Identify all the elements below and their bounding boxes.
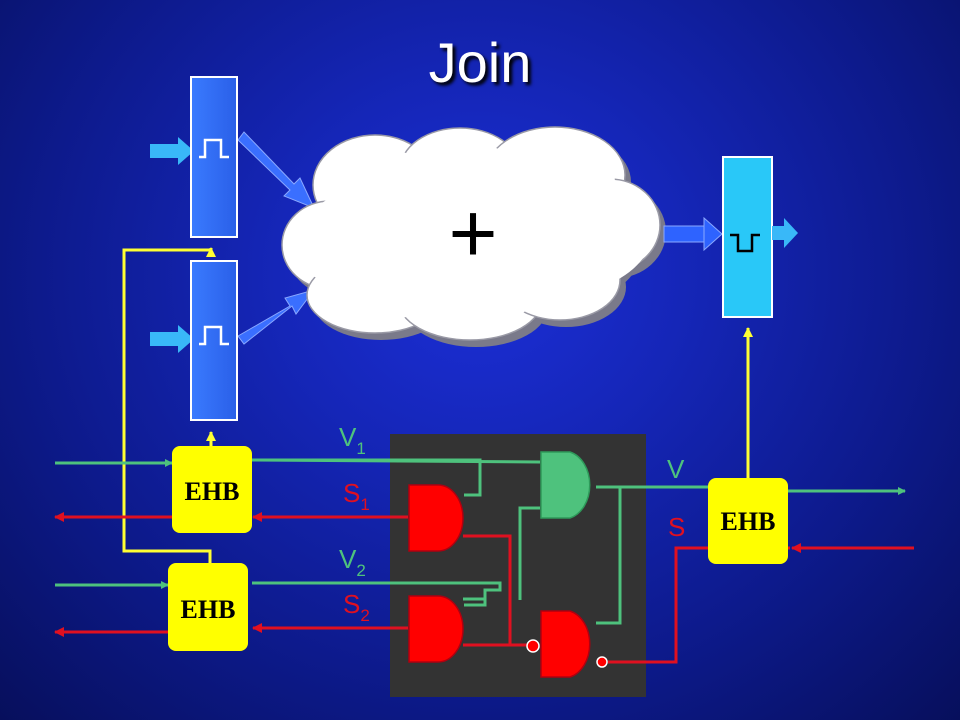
signal-label-s1: S1: [343, 478, 370, 514]
inverter-bubble-output: [596, 656, 608, 668]
and-gate-valid: [540, 451, 591, 519]
signal-label-v1: V1: [339, 422, 366, 458]
and-gate-stop-2: [408, 595, 464, 663]
slide-title: Join: [428, 31, 532, 94]
ehb-output-label: EHB: [721, 507, 776, 536]
pulse-icon: [730, 233, 760, 253]
input-data-arrow-1: [150, 137, 194, 165]
input-data-arrow-2: [150, 325, 194, 353]
input-register-1: [190, 76, 238, 238]
ehb-input-1-label: EHB: [185, 477, 240, 506]
register-to-adder-arrow-2: [237, 289, 316, 345]
ehb-input-1: EHB: [172, 446, 252, 533]
ehb-input-2-label: EHB: [181, 595, 236, 624]
register-to-adder-arrow-1: [237, 131, 315, 209]
pulse-icon: [199, 138, 229, 159]
and-gate-stop-1: [408, 484, 464, 552]
input-register-2: [190, 260, 238, 421]
adder-plus-sign: +: [448, 186, 497, 280]
signal-label-v2: V2: [339, 544, 366, 580]
output-register: [722, 156, 773, 318]
signal-label-s2: S2: [343, 589, 370, 625]
output-data-arrow: [772, 218, 798, 248]
adder-cloud: [281, 126, 666, 347]
signal-label-v: V: [667, 454, 685, 484]
valid-wires: [55, 458, 906, 625]
ehb-output: EHB: [708, 478, 788, 564]
latch-enable-wires: [122, 247, 753, 563]
inverter-bubble-input: [526, 639, 540, 653]
adder-to-output-arrow: [663, 216, 723, 252]
ehb-input-2: EHB: [168, 563, 248, 651]
nand-gate-stop: [540, 610, 591, 678]
signal-label-s: S: [668, 512, 685, 542]
pulse-icon: [199, 325, 229, 346]
